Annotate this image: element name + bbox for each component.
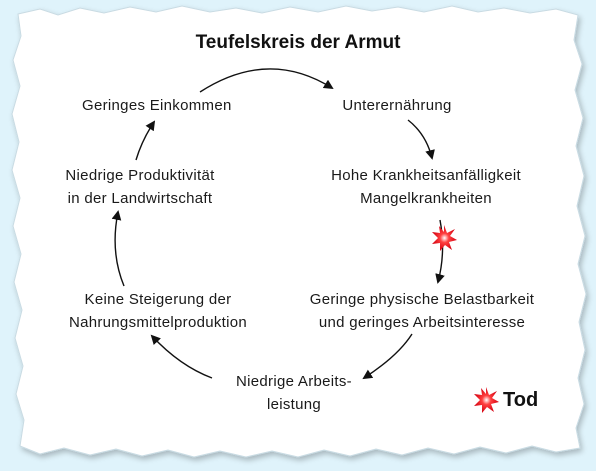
node-label: leistung bbox=[266, 396, 322, 413]
arrow-unterernaehrung-to-krankheit bbox=[407, 119, 435, 160]
red-star-icon bbox=[432, 225, 457, 251]
arrow-produktivitaet-to-einkommen bbox=[135, 120, 156, 161]
node-nahrungsmittelproduktion: Keine Steigerung der Nahrungsmittelprodu… bbox=[38, 288, 278, 334]
node-belastbarkeit: Geringe physische Belastbarkeit und geri… bbox=[272, 288, 572, 334]
node-arbeitsleistung: Niedrige Arbeits- leistung bbox=[194, 370, 394, 416]
node-label: Hohe Krankheitsanfälligkeit bbox=[331, 167, 521, 184]
node-label: Niedrige Arbeits- bbox=[236, 373, 352, 390]
node-label: Mangelkrankheiten bbox=[360, 190, 492, 207]
diagram-title: Teufelskreis der Armut bbox=[195, 32, 401, 53]
node-label: und geringes Arbeitsinteresse bbox=[318, 314, 526, 331]
legend-label-tod: Tod bbox=[503, 389, 539, 411]
node-label: Nahrungsmittelproduktion bbox=[68, 314, 248, 331]
arrow-arbeitsleistung-to-steigerung bbox=[150, 334, 213, 379]
node-krankheitsanfaelligkeit: Hohe Krankheitsanfälligkeit Mangelkrankh… bbox=[276, 164, 576, 210]
node-label: in der Landwirtschaft bbox=[67, 190, 213, 207]
node-produktivitaet: Niedrige Produktivität in der Landwirtsc… bbox=[30, 164, 250, 210]
node-label: Niedrige Produktivität bbox=[65, 167, 215, 184]
node-label: Keine Steigerung der bbox=[84, 291, 232, 308]
legend-red-star-icon bbox=[474, 387, 499, 413]
node-geringes-einkommen: Geringes Einkommen bbox=[82, 94, 282, 117]
node-label: Unterernährung bbox=[342, 97, 452, 114]
arrow-steigerung-to-produktivitaet bbox=[111, 210, 125, 287]
arrow-einkommen-to-unterernaehrung bbox=[199, 68, 334, 93]
node-unterernaehrung: Unterernährung bbox=[322, 94, 472, 117]
node-label: Geringe physische Belastbarkeit bbox=[309, 291, 535, 308]
node-label: Geringes Einkommen bbox=[82, 97, 232, 114]
arrow-belastbarkeit-to-arbeitsleistung bbox=[362, 333, 413, 380]
arrow-krankheit-to-belastbarkeit bbox=[435, 219, 445, 284]
